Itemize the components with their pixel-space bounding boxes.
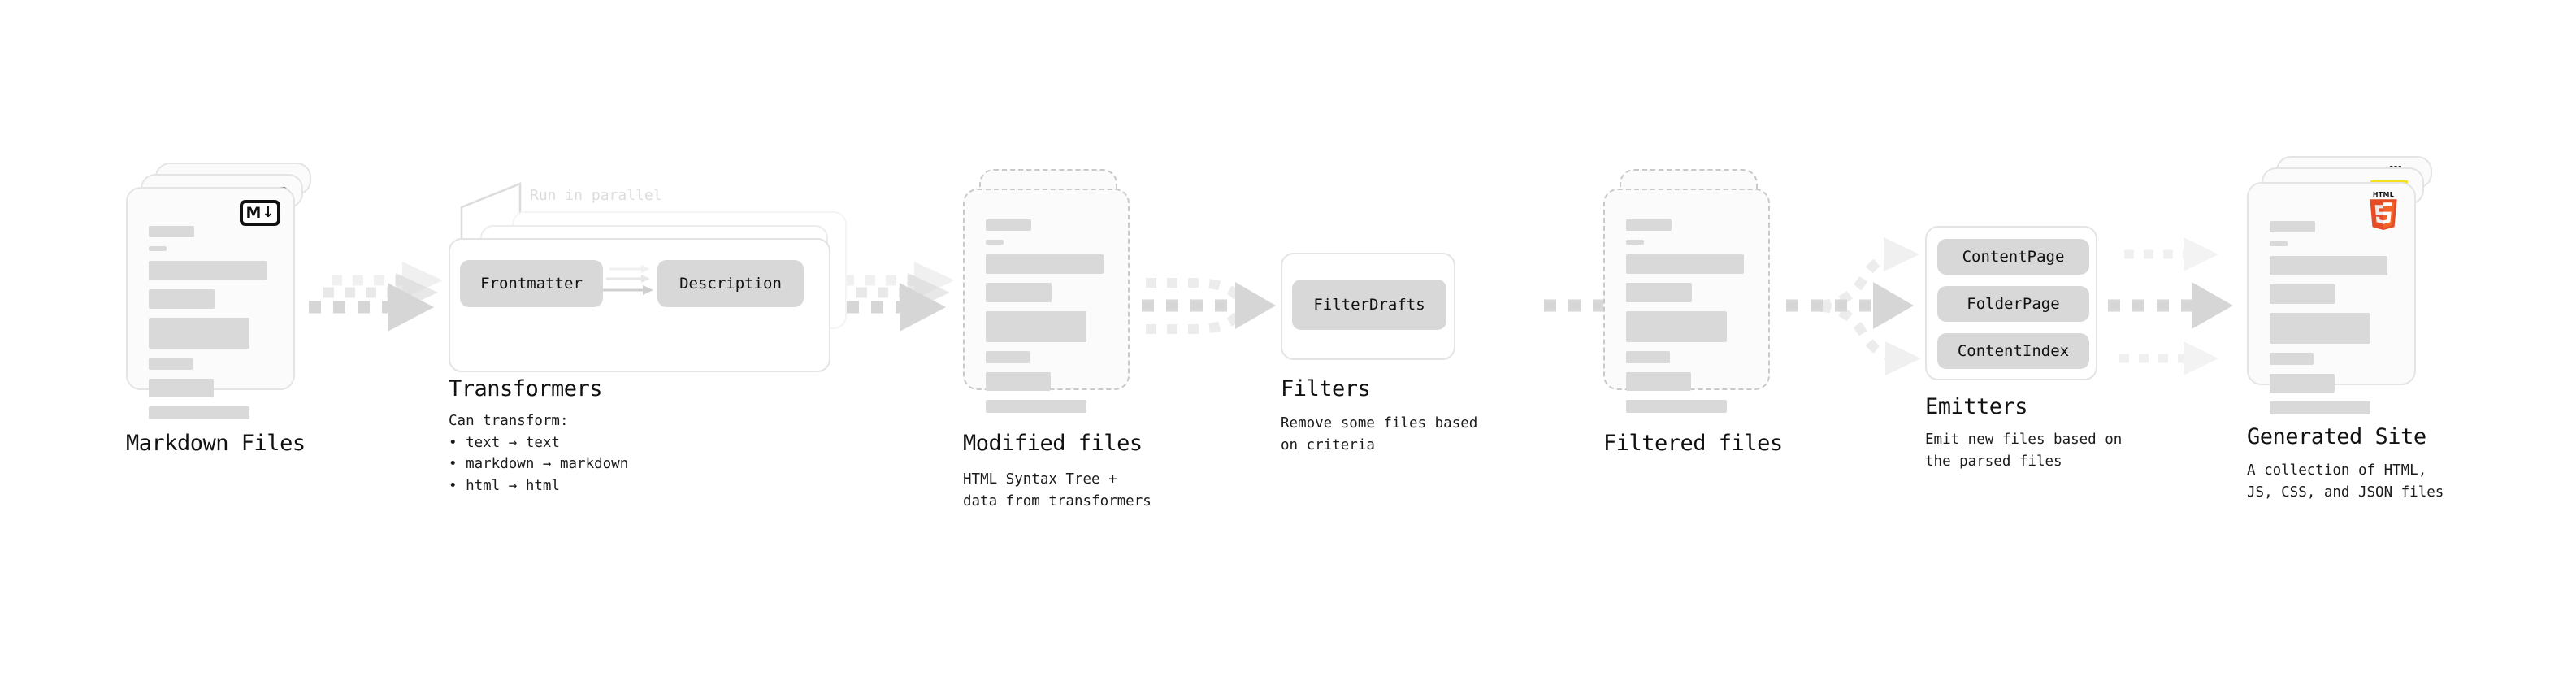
filtered-files-stack — [1603, 163, 1798, 423]
content-line — [1626, 283, 1692, 302]
content-line — [2270, 241, 2288, 246]
content-line — [2270, 353, 2314, 365]
content-line — [986, 372, 1051, 391]
markdown-file-card[interactable]: M↓ — [126, 187, 295, 419]
content-line — [986, 254, 1104, 274]
content-line — [1626, 400, 1727, 413]
description-modified-files: HTML Syntax Tree + data from transformer… — [963, 471, 1151, 510]
filtered-file-card[interactable] — [1603, 189, 1770, 413]
content-line — [149, 358, 193, 370]
description-generated-site: A collection of HTML, JS, CSS, and JSON … — [2247, 462, 2444, 501]
transformer-inner-arrows — [603, 265, 653, 295]
modified-files-stack — [963, 163, 1158, 423]
caption-emitters: Emitters — [1925, 394, 2028, 419]
caption-modified-files: Modified files — [963, 431, 1143, 456]
html5-icon: HTML — [2365, 191, 2402, 237]
svg-text:HTML: HTML — [2373, 192, 2394, 198]
description-filters: Remove some files based on criteria — [1281, 415, 1478, 453]
content-line — [1626, 372, 1691, 391]
content-line — [149, 318, 249, 349]
content-line — [986, 351, 1030, 363]
caption-filtered-files: Filtered files — [1603, 431, 1783, 456]
modified-file-content-lines — [986, 219, 1110, 422]
content-line — [149, 406, 249, 419]
chip-filterdrafts[interactable]: FilterDrafts — [1292, 280, 1446, 330]
content-line — [986, 240, 1004, 245]
filters-box[interactable]: FilterDrafts — [1281, 253, 1455, 360]
caption-generated-site: Generated Site — [2247, 424, 2426, 449]
content-line — [1626, 311, 1727, 342]
transformers-box[interactable]: Frontmatter Description — [449, 238, 830, 372]
content-line — [149, 261, 267, 280]
content-line — [2270, 256, 2387, 275]
content-line — [149, 226, 194, 237]
chip-description[interactable]: Description — [657, 260, 804, 307]
markdown-files-stack: M↓ M↓ M↓ — [126, 163, 321, 423]
run-in-parallel-label: Run in parallel — [530, 187, 662, 204]
chip-contentpage[interactable]: ContentPage — [1937, 239, 2089, 275]
content-line — [2270, 401, 2370, 414]
caption-filters: Filters — [1281, 376, 1371, 401]
content-line — [2270, 221, 2315, 232]
modified-file-card[interactable] — [963, 189, 1130, 413]
content-line — [1626, 254, 1744, 274]
content-line — [986, 400, 1086, 413]
content-line — [1626, 240, 1644, 245]
content-line — [149, 289, 215, 309]
content-line — [2270, 284, 2335, 304]
description-emitters: Emit new files based on the parsed files — [1925, 432, 2123, 470]
generated-site-stack: HTML — [2247, 156, 2450, 424]
chip-frontmatter[interactable]: Frontmatter — [460, 260, 603, 307]
connector-emitters-to-site — [2108, 237, 2233, 375]
generated-file-content-lines — [2270, 221, 2396, 423]
content-line — [986, 311, 1086, 342]
chip-folderpage[interactable]: FolderPage — [1937, 286, 2089, 322]
caption-markdown-files: Markdown Files — [126, 431, 306, 456]
generated-file-card-html[interactable]: HTML — [2247, 182, 2416, 414]
chip-contentindex[interactable]: ContentIndex — [1937, 333, 2089, 369]
markdown-file-content-lines — [149, 226, 275, 428]
caption-transformers: Transformers — [449, 376, 603, 401]
content-line — [149, 379, 214, 397]
transformers-stack: Frontmatter Description — [449, 211, 855, 372]
connector-modified-to-filters — [1142, 278, 1276, 334]
markdown-icon: M↓ — [240, 200, 280, 226]
content-line — [149, 246, 167, 251]
content-line — [2270, 374, 2335, 393]
emitters-box[interactable]: ContentPage FolderPage ContentIndex — [1925, 226, 2097, 380]
description-transformers: Can transform: • text → text • markdown … — [449, 413, 629, 494]
markdown-badge-arrow-front: ↓ — [262, 204, 275, 221]
content-line — [1626, 351, 1670, 363]
markdown-badge-letter-front: M — [245, 203, 262, 222]
content-line — [1626, 219, 1672, 231]
content-line — [986, 283, 1052, 302]
html5-shield-icon: HTML — [2370, 191, 2397, 231]
connector-md-to-transformers — [309, 262, 443, 332]
content-line — [986, 219, 1031, 231]
filtered-file-content-lines — [1626, 219, 1750, 422]
content-line — [2270, 313, 2370, 344]
connector-filtered-to-emitters — [1786, 237, 1921, 375]
